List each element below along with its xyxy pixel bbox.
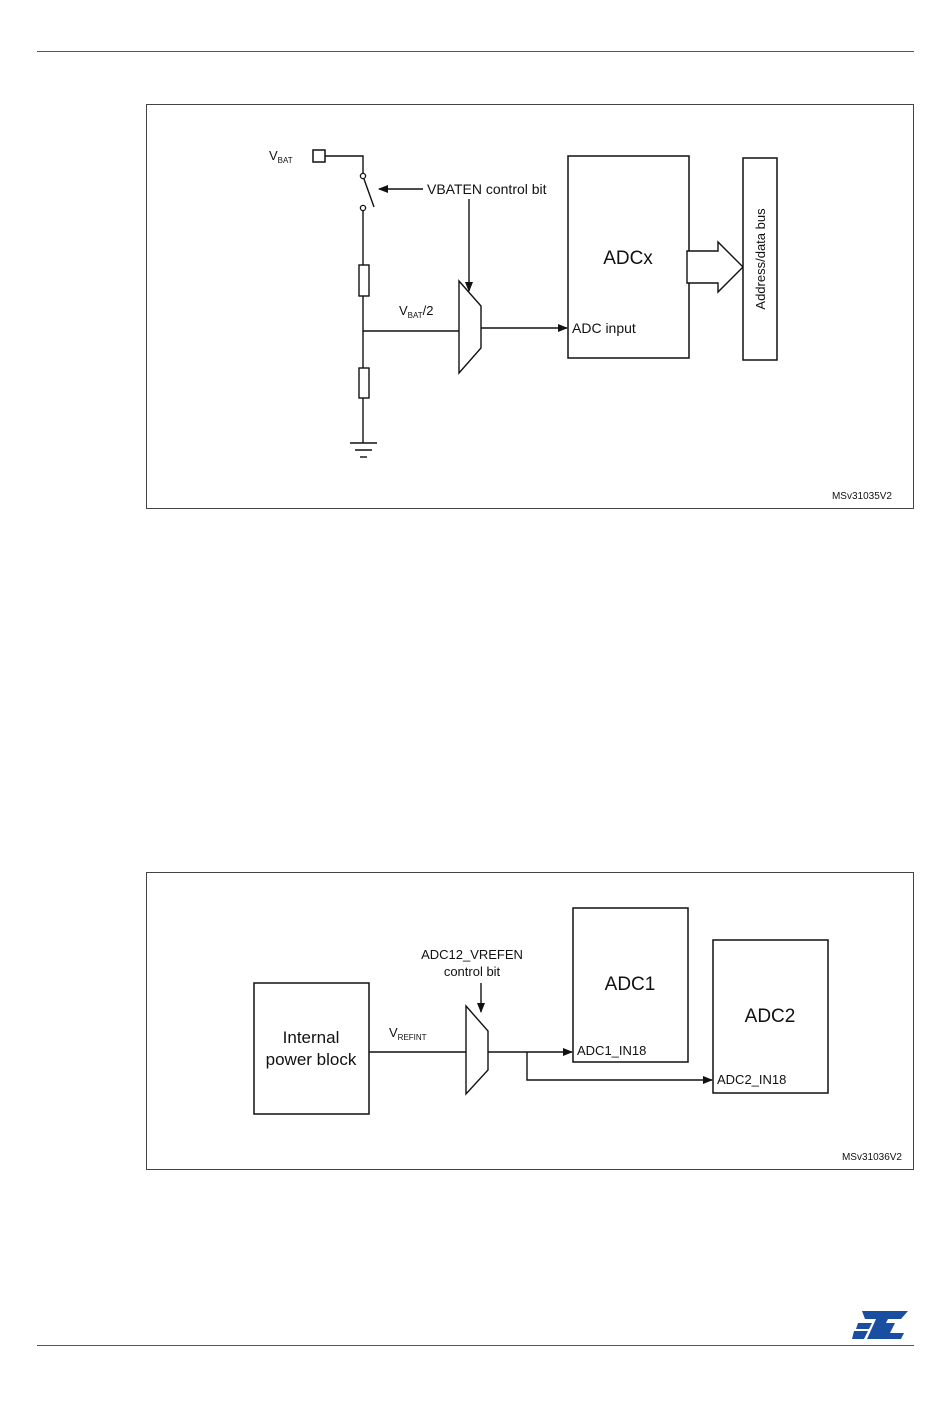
vbat-pin xyxy=(313,150,325,162)
figure2-reference: MSv31036V2 xyxy=(842,1152,902,1163)
address-data-bus-label: Address/data bus xyxy=(753,208,768,310)
vbat-half-label: VBAT/2 xyxy=(399,303,433,320)
vrefint-diagram-canvas: Internal power block VREFINT ADC12_VREFE… xyxy=(147,873,915,1171)
adc1-input-label: ADC1_IN18 xyxy=(577,1043,646,1058)
switch-contact-top xyxy=(360,173,365,178)
multiplexer xyxy=(466,1006,488,1094)
vbat-label: VBAT xyxy=(269,148,293,165)
footer-rule xyxy=(37,1345,914,1346)
vbat-channel-diagram: VBAT VBATEN control bit VBAT/2 ADCx xyxy=(146,104,914,509)
header-rule xyxy=(37,51,914,52)
adc2-label: ADC2 xyxy=(745,1006,796,1027)
resistor-upper xyxy=(359,265,369,296)
adcx-label: ADCx xyxy=(603,248,653,269)
switch-contact-bottom xyxy=(360,205,365,210)
figure1-reference: MSv31035V2 xyxy=(832,491,892,502)
multiplexer xyxy=(459,281,481,373)
adc2-input-label: ADC2_IN18 xyxy=(717,1072,786,1087)
switch-control-label: VBATEN control bit xyxy=(427,181,547,197)
ground-icon xyxy=(350,443,377,457)
enable-control-label-line2: control bit xyxy=(444,964,501,979)
vbat-wire xyxy=(325,156,363,173)
bus-arrow xyxy=(687,242,743,292)
vrefint-label: VREFINT xyxy=(389,1025,427,1042)
power-block-label-line1: Internal xyxy=(283,1028,340,1047)
adc1-label: ADC1 xyxy=(605,974,656,995)
vbat-diagram-canvas: VBAT VBATEN control bit VBAT/2 ADCx xyxy=(147,105,915,510)
st-logo xyxy=(852,1309,908,1341)
vrefint-channel-diagram: Internal power block VREFINT ADC12_VREFE… xyxy=(146,872,914,1170)
resistor-lower xyxy=(359,368,369,398)
internal-power-block xyxy=(254,983,369,1114)
switch-blade xyxy=(364,179,374,207)
enable-control-label-line1: ADC12_VREFEN xyxy=(421,947,523,962)
adc-input-label: ADC input xyxy=(572,320,636,336)
power-block-label-line2: power block xyxy=(266,1050,357,1069)
